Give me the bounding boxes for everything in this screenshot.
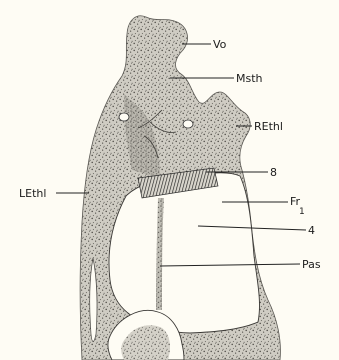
right-foramen: [183, 120, 193, 128]
label-eight: 8: [270, 166, 277, 179]
label-lethl: LEthl: [19, 187, 46, 200]
label-rethl: REthl: [254, 120, 283, 133]
label-four: 4: [308, 224, 315, 237]
label-msth: Msth: [236, 72, 263, 85]
label-fr-subscript: 1: [299, 207, 305, 217]
label-pas: Pas: [302, 258, 321, 271]
label-vo: Vo: [213, 38, 227, 51]
sinus-cavity: [109, 173, 260, 333]
left-foramen: [119, 113, 129, 121]
